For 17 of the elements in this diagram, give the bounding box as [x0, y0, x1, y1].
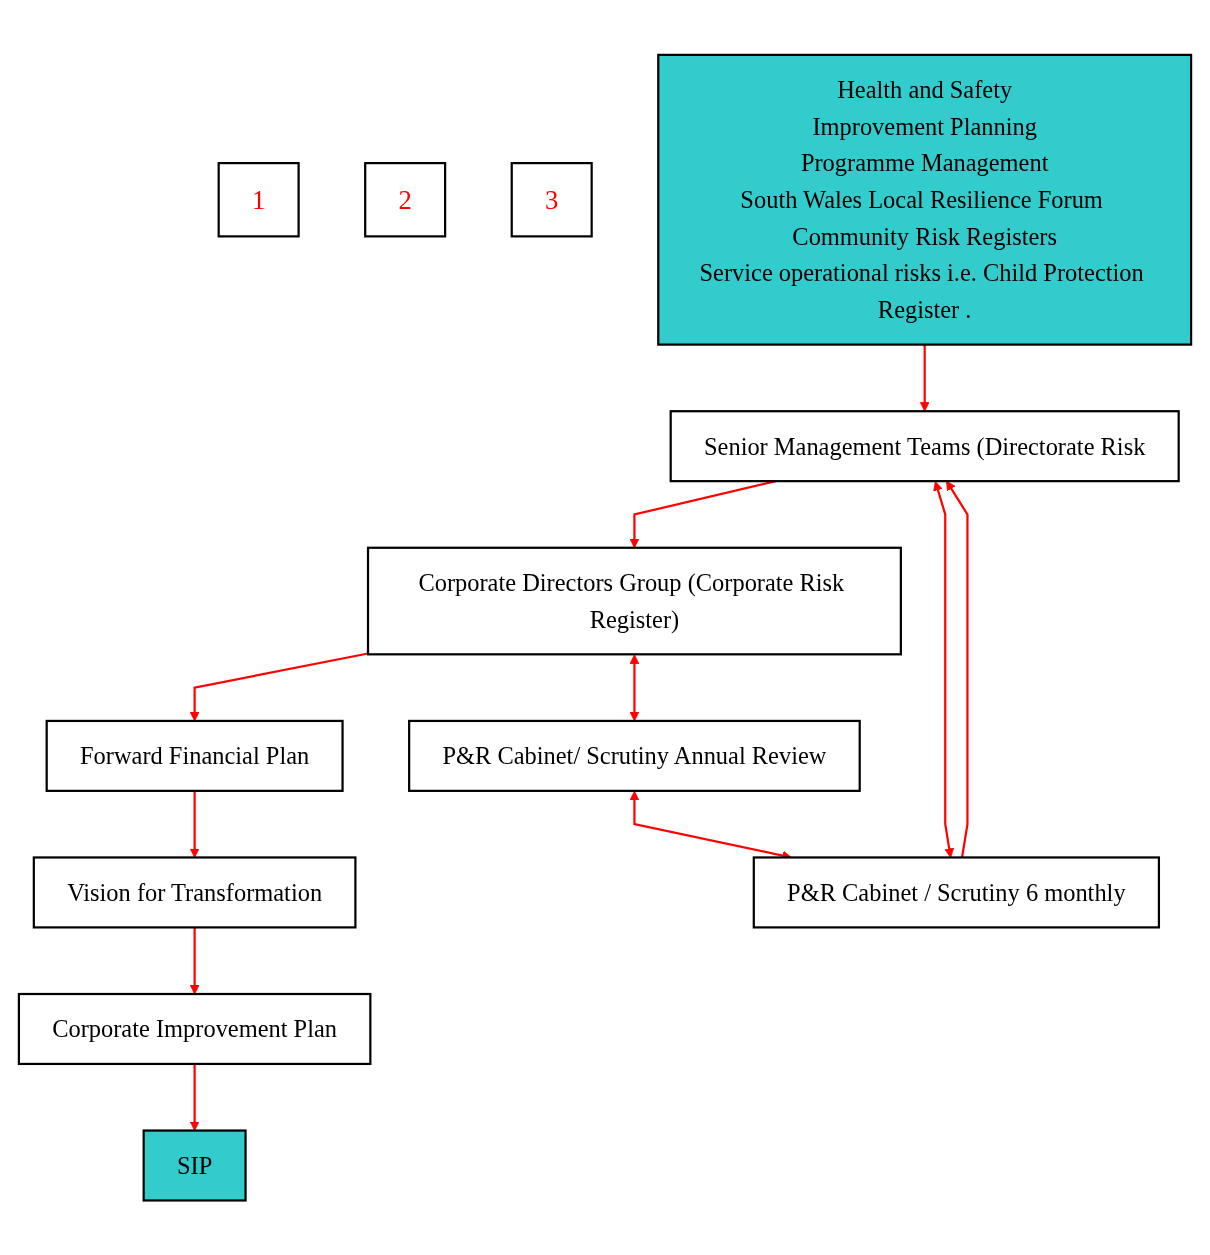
node-box: 2 [364, 161, 447, 238]
arrow [933, 480, 955, 858]
node-box: 3 [510, 161, 593, 238]
node-box: Vision for Transformation [32, 856, 357, 929]
node-box: Health and Safety Improvement Planning Programme Management South Wales Local Resilience Forum Community Risk Registers Service operational risks i.e. Child Protection Register . [657, 53, 1193, 346]
node-box: 1 [217, 161, 300, 238]
node-box: P&R Cabinet/ Scrutiny Annual Review [408, 719, 861, 792]
arrow [946, 480, 969, 858]
arrow [919, 344, 930, 412]
node-box: Forward Financial Plan [45, 719, 344, 792]
arrow [189, 1063, 200, 1131]
node-box: P&R Cabinet / Scrutiny 6 monthly [752, 856, 1161, 929]
node-box: SIP [142, 1129, 247, 1202]
arrow [189, 790, 200, 858]
node-box: Corporate Improvement Plan [17, 992, 372, 1065]
node-box: Corporate Directors Group (Corporate Risk Register) [366, 546, 902, 656]
node-box: Senior Management Teams (Directorate Risk [669, 409, 1180, 483]
